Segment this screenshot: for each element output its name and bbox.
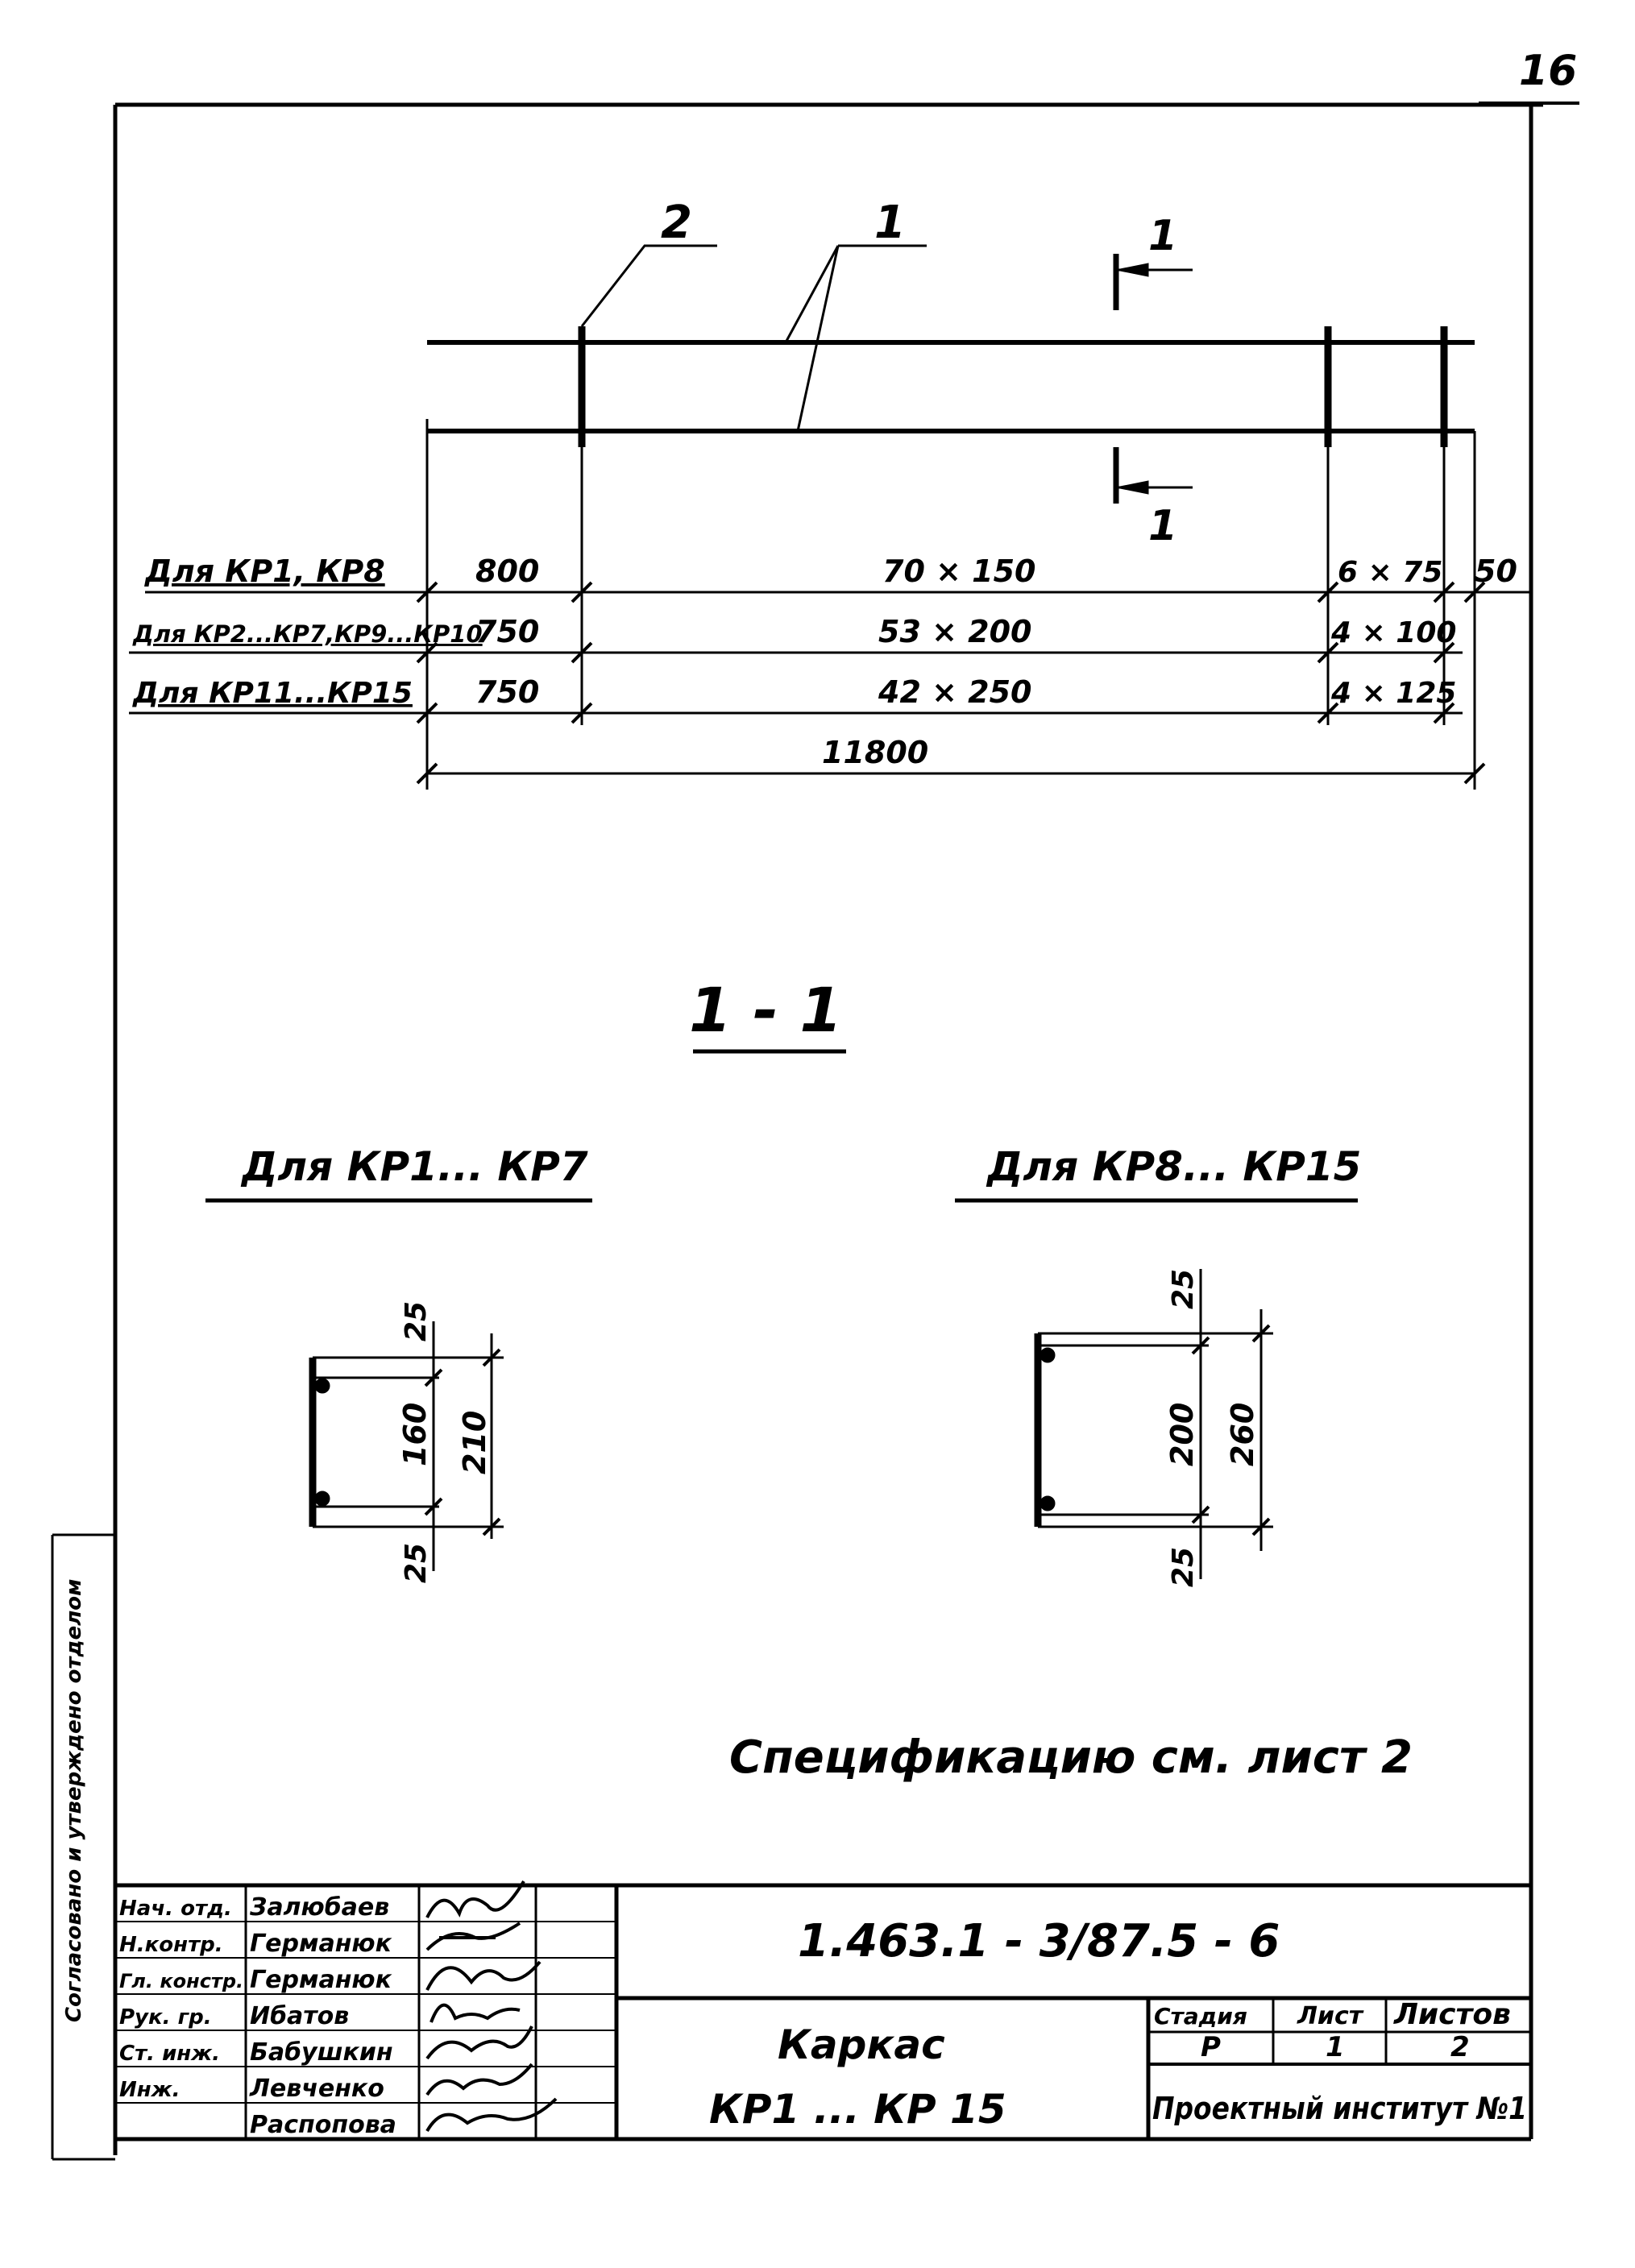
section-left-bottom: 25 [400,1543,433,1583]
row-1-label: Для КР1, КР8 [144,554,385,589]
row-1-left: 800 [475,554,539,589]
signature-2 [425,1922,521,1951]
document-code: 1.463.1 - 3/87.5 - 6 [798,1915,1280,1967]
row-1-middle: 70 × 150 [882,554,1036,589]
sheets-value: 2 [1450,2031,1470,2063]
staff-name-1: Залюбаев [249,1893,389,1922]
section-mark-top: 1 [1148,212,1177,260]
staff-role-3: Гл. констр. [119,1970,243,1992]
section-right-bottom: 25 [1167,1547,1200,1587]
organization: Проектный институт №1 [1152,2091,1527,2126]
leader-bar-b [796,245,840,432]
section-title: 1 - 1 [689,974,842,1046]
section-left-top: 25 [400,1301,433,1341]
stage-value: Р [1201,2031,1221,2063]
signature-1 [425,1880,525,1918]
product-name: Каркас [778,2021,945,2068]
sheet-value: 1 [1326,2031,1345,2063]
stage-header: Стадия [1154,2003,1247,2030]
staff-name-4: Ибатов [250,2002,349,2030]
staff-role-4: Рук. гр. [119,2005,212,2030]
section-right-cage [1034,1269,1273,1579]
section-right-top: 25 [1167,1269,1200,1309]
product-range: КР1 ... КР 15 [709,2086,1006,2133]
staff-name-3: Германюк [250,1966,392,1994]
leader-bar-a [784,245,840,343]
staff-list: Нач. отд. Залюбаев Н.контр. Германюк Гл.… [119,1893,396,2139]
end-offset: 50 [1475,554,1517,589]
staff-name-6: Левченко [249,2075,384,2103]
title-block-grid [115,1883,1531,2139]
side-stamp: Согласовано и утверждено отделом [62,1579,86,2022]
cage-plan [427,244,1475,504]
dimension-lines [129,419,1531,790]
dimension-table: Для КР1, КР8 800 70 × 150 6 × 75 50 Для … [132,554,1517,770]
specification-note: Спецификацию см. лист 2 [729,1731,1413,1784]
row-1-right: 6 × 75 [1338,556,1442,589]
sheets-header: Листов [1393,1998,1511,2031]
staff-name-2: Германюк [250,1930,392,1958]
signature-4 [429,2003,521,2023]
row-2-middle: 53 × 200 [878,614,1032,649]
page-number: 16 [1519,47,1577,95]
staff-role-2: Н.контр. [119,1933,223,1957]
row-3-left: 750 [475,674,539,710]
signature-5 [425,2025,533,2060]
sheet-header: Лист [1297,2002,1364,2030]
total-length: 11800 [822,735,928,770]
row-2-label: Для КР2...КР7,КР9...КР10 [132,620,483,648]
row-2-right: 4 × 100 [1330,616,1456,649]
signature-6 [425,2063,533,2096]
section-right-inner: 200 [1164,1403,1200,1466]
staff-name-5: Бабушкин [250,2038,393,2067]
row-2-left: 750 [475,614,539,649]
staff-role-5: Ст. инж. [119,2042,220,2066]
row-3-middle: 42 × 250 [878,674,1032,710]
drawing-frame [51,102,1543,2161]
section-right-caption: Для КР8... КР15 [986,1143,1361,1190]
callout-bar: 1 [874,197,906,249]
signature-7 [425,2097,558,2133]
section-left-caption: Для КР1... КР7 [240,1143,588,1190]
section-left-cage [309,1321,504,1571]
staff-role-1: Нач. отд. [119,1897,232,1921]
section-left-inner: 160 [397,1403,433,1466]
signatures [425,1880,558,2133]
row-3-right: 4 × 125 [1330,677,1456,710]
staff-role-6: Инж. [119,2078,180,2102]
signature-3 [425,1960,542,1991]
section-left-outer: 210 [457,1411,492,1474]
staff-name-7: Распопова [250,2111,396,2139]
callout-stirrup: 2 [661,197,692,249]
section-mark-bottom: 1 [1148,502,1177,550]
section-right-outer: 260 [1225,1403,1260,1466]
row-3-label: Для КР11...КР15 [132,677,413,710]
leader-stirrup [580,244,717,327]
